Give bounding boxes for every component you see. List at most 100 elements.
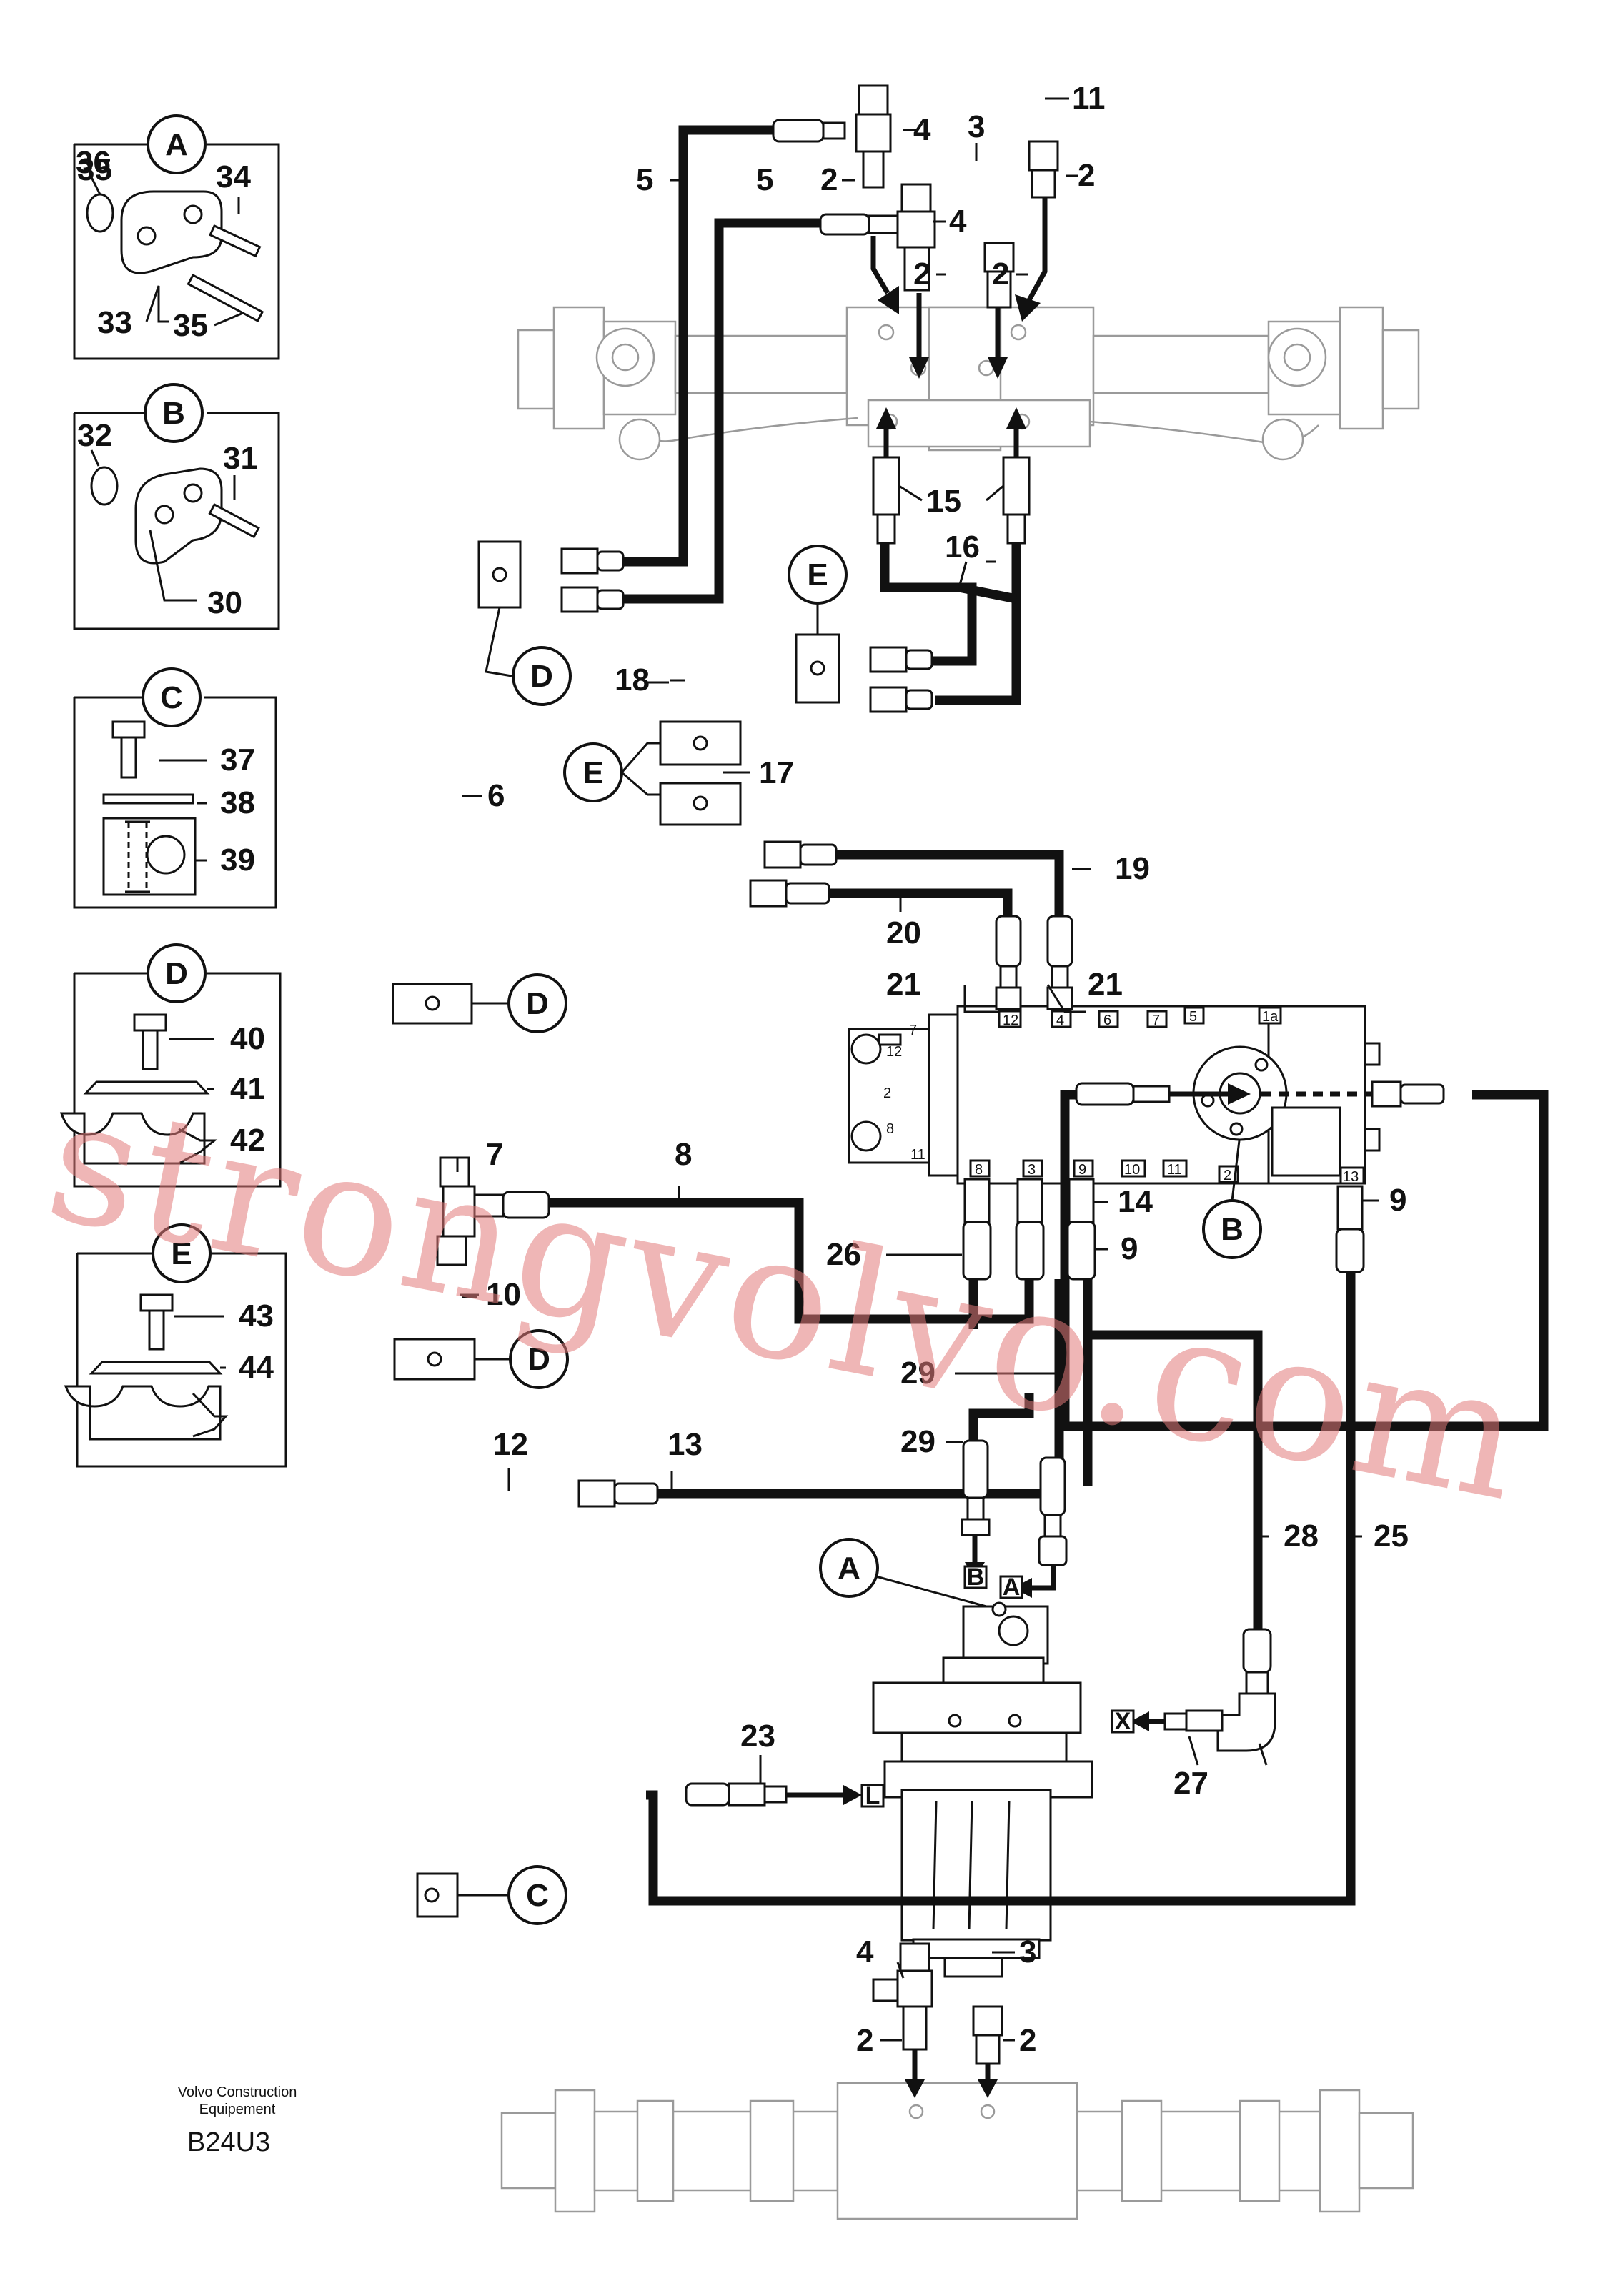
callout-3b: 4 xyxy=(949,204,967,239)
detail-panel-c: C xyxy=(73,667,277,909)
svg-text:9: 9 xyxy=(1078,1162,1086,1178)
callout-16: 17 xyxy=(759,755,794,790)
svg-text:12: 12 xyxy=(1003,1013,1018,1028)
svg-text:8: 8 xyxy=(886,1121,894,1137)
drawing-code: B24U3 xyxy=(187,2127,270,2157)
svg-text:C: C xyxy=(160,680,183,715)
hoses xyxy=(547,125,1549,1906)
callout-13: 14 xyxy=(1118,1184,1153,1219)
flow-arrows xyxy=(786,197,1372,2098)
detail-panel-e: E xyxy=(64,1223,287,1468)
svg-text:1a: 1a xyxy=(1262,1009,1279,1025)
callout-33: 35 xyxy=(173,308,208,343)
callout-1: 2 xyxy=(820,162,838,197)
callout-21: 23 xyxy=(740,1719,775,1754)
svg-text:11: 11 xyxy=(1167,1162,1182,1178)
callout-27: 29 xyxy=(900,1356,935,1391)
svg-text:C: C xyxy=(526,1878,549,1913)
leader-lines xyxy=(90,97,1379,2042)
svg-text:B: B xyxy=(162,396,185,431)
callout-5: 6 xyxy=(487,778,505,813)
svg-text:E: E xyxy=(582,755,603,790)
svg-text:2: 2 xyxy=(1224,1168,1231,1183)
callout-31: 33 xyxy=(97,305,132,340)
callout-27b: 29 xyxy=(900,1424,935,1459)
callout-9: 10 xyxy=(486,1277,521,1312)
callout-labels: 36 34 33 35 32 31 30 37 38 39 40 41 42 4… xyxy=(76,81,1409,2058)
svg-text:B: B xyxy=(967,1564,985,1591)
svg-text:D: D xyxy=(526,986,549,1021)
brand-block: Volvo Construction Equipement B24U3 xyxy=(178,2084,297,2157)
svg-text:A: A xyxy=(1003,1574,1021,1601)
svg-text:7: 7 xyxy=(1152,1013,1160,1028)
callout-39: 41 xyxy=(230,1071,265,1106)
brand-line-2: Equipement xyxy=(199,2102,276,2117)
callout-3c: 4 xyxy=(856,1934,874,1969)
callout-19: 20 xyxy=(886,915,921,950)
front-axle-drawing xyxy=(517,306,1420,461)
svg-text:L: L xyxy=(865,1782,880,1809)
callout-37: 39 xyxy=(220,843,255,878)
callout-7: 8 xyxy=(675,1137,692,1172)
callout-36: 38 xyxy=(220,785,255,820)
callout-20: 21 xyxy=(886,967,921,1002)
callout-26: 28 xyxy=(1284,1519,1319,1554)
callout-1d: 2 xyxy=(992,257,1009,292)
callout-1b: 2 xyxy=(1078,158,1095,193)
motor-ports: B A X L xyxy=(860,1564,1135,1809)
callout-4: 5 xyxy=(636,162,653,197)
svg-text:D: D xyxy=(530,659,553,694)
svg-text:D: D xyxy=(527,1342,550,1377)
callout-8: 9 xyxy=(1389,1183,1406,1218)
callout-6: 7 xyxy=(486,1137,503,1172)
callout-14: 15 xyxy=(926,484,961,519)
svg-text:E: E xyxy=(171,1236,192,1271)
svg-text:2: 2 xyxy=(883,1085,891,1101)
callout-1e: 2 xyxy=(856,2023,873,2058)
callout-25: 27 xyxy=(1173,1766,1208,1801)
svg-text:D: D xyxy=(165,956,188,991)
callout-17: 18 xyxy=(615,662,650,697)
callout-40: 42 xyxy=(230,1123,265,1158)
callout-41: 43 xyxy=(239,1298,274,1333)
svg-text:11: 11 xyxy=(910,1147,925,1163)
svg-text:A: A xyxy=(838,1551,860,1586)
callout-11: 12 xyxy=(493,1427,528,1462)
callout-34: 36 xyxy=(76,145,111,180)
rear-axle-drawing xyxy=(500,2082,1414,2220)
callout-30: 32 xyxy=(77,418,112,453)
svg-text:5: 5 xyxy=(1189,1009,1197,1025)
callout-32: 34 xyxy=(216,159,251,194)
clamp-references: D E E D D C B A xyxy=(392,540,1262,1925)
svg-text:X: X xyxy=(1115,1708,1131,1735)
callout-15: 16 xyxy=(945,530,980,565)
callout-4b: 5 xyxy=(756,162,773,197)
svg-text:3: 3 xyxy=(1028,1162,1036,1178)
brand-line-1: Volvo Construction xyxy=(178,2084,297,2100)
callout-42: 44 xyxy=(239,1350,274,1385)
callout-28: 30 xyxy=(207,585,242,620)
svg-text:B: B xyxy=(1221,1212,1244,1247)
callout-35: 37 xyxy=(220,742,255,777)
svg-text:13: 13 xyxy=(1343,1169,1359,1185)
callout-10: 11 xyxy=(1072,81,1106,116)
callout-2: 3 xyxy=(968,109,985,144)
svg-text:4: 4 xyxy=(1056,1013,1064,1028)
travel-motor xyxy=(872,1601,1093,1978)
svg-text:10: 10 xyxy=(1124,1162,1140,1178)
detail-panel-a: A 35 xyxy=(73,114,280,360)
callout-3: 4 xyxy=(913,112,931,147)
callout-18: 19 xyxy=(1115,851,1150,886)
callout-8b: 9 xyxy=(1121,1231,1138,1266)
callout-2b: 3 xyxy=(1019,1934,1036,1969)
callout-12: 13 xyxy=(667,1427,703,1462)
detail-panel-b: B xyxy=(73,383,280,630)
svg-text:A: A xyxy=(165,127,188,162)
svg-text:12: 12 xyxy=(886,1044,902,1060)
callout-29: 31 xyxy=(223,441,258,476)
svg-text:8: 8 xyxy=(975,1162,983,1178)
svg-text:7: 7 xyxy=(909,1023,917,1038)
callout-38: 40 xyxy=(230,1021,265,1056)
svg-text:E: E xyxy=(807,557,828,592)
